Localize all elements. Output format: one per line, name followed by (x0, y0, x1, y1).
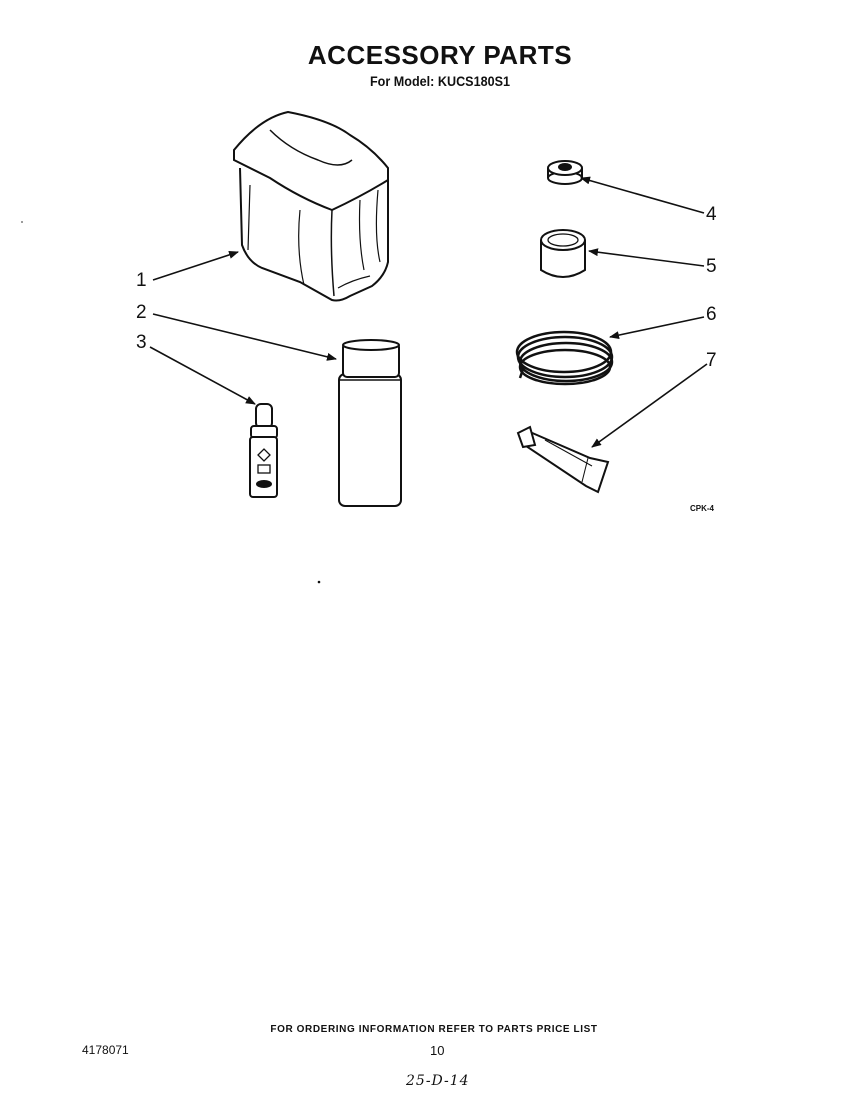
coiled-hose-part (515, 330, 614, 386)
document-number: 4178071 (82, 1043, 129, 1057)
leader-3 (149, 346, 256, 405)
leader-7 (591, 363, 708, 448)
callout-5: 5 (706, 256, 717, 277)
leader-5 (588, 248, 705, 267)
touchup-bottle-part (249, 403, 278, 498)
callout-6: 6 (706, 304, 717, 325)
handwritten-note: 25-D-14 (406, 1073, 470, 1089)
callout-1: 1 (136, 270, 147, 291)
leader-2 (152, 313, 337, 361)
scan-dot (317, 580, 321, 584)
scan-dot (21, 221, 23, 223)
spray-can-part (338, 339, 402, 507)
callout-4: 4 (706, 204, 717, 225)
ordering-note: FOR ORDERING INFORMATION REFER TO PARTS … (270, 1024, 598, 1035)
callout-7: 7 (706, 350, 717, 371)
grommet-part (547, 160, 583, 185)
compactor-bag-part (233, 110, 389, 302)
callout-3: 3 (136, 332, 147, 353)
leader-6 (609, 316, 705, 340)
model-subtitle: For Model: KUCS180S1 (369, 73, 511, 89)
leader-4 (580, 176, 705, 214)
page-title: ACCESSORY PARTS (307, 40, 573, 70)
leader-1 (152, 251, 239, 281)
callout-2: 2 (136, 302, 147, 323)
container-cup-part (540, 229, 586, 278)
page-number: 10 (430, 1043, 445, 1058)
diagram-code: CPK-4 (690, 504, 715, 513)
sealant-tube-part (516, 425, 610, 494)
leader-lines (149, 176, 708, 448)
